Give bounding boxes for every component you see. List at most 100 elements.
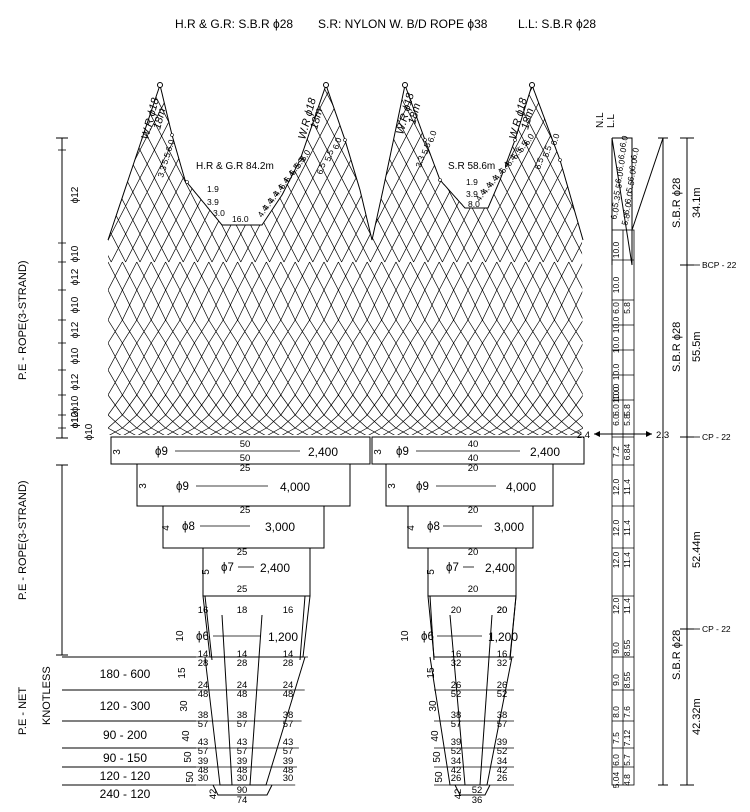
profile-value-3: 5.8	[622, 302, 632, 314]
profile-value-23: 11.4	[622, 598, 632, 614]
taper-left-3: 6.0	[163, 138, 176, 153]
profile-value-28: 8.0	[611, 706, 621, 718]
left-codend-row3-b2: 57	[237, 719, 248, 730]
left-body-diameter-2: ϕ9	[176, 481, 189, 493]
right-codend-pair-2: 20	[497, 605, 508, 616]
profile-value-29: 7.6	[622, 706, 632, 718]
right-codend-row2-b1: 52	[451, 689, 462, 700]
sbr-middle: S.B.R ϕ28	[671, 322, 683, 372]
right-body-diameter-2: ϕ9	[416, 481, 429, 493]
header-ll: L.L: S.B.R ϕ28	[518, 17, 596, 31]
left-codend-row2-b1: 48	[198, 689, 209, 700]
left-body-panel-5	[202, 595, 311, 658]
left-codend-row3-b3: 57	[283, 719, 294, 730]
sbr-upper: S.B.R ϕ28	[671, 178, 683, 228]
left-codend-row5-a3: 39	[283, 756, 294, 767]
profile-cp-left: 2.4	[577, 430, 590, 441]
left-codend-side-count-3: 40	[181, 730, 192, 742]
right-body-count-4: 5	[426, 569, 437, 575]
left-codend-row3-b1: 57	[198, 719, 209, 730]
profile-upper-1: 6.0	[617, 134, 630, 148]
profile-upper-3: 6.0	[614, 158, 627, 172]
left-codend-row4-b2: 57	[237, 746, 248, 757]
profile-value-5: 10.0	[611, 363, 621, 380]
right-codend-row1-a2: 16	[497, 649, 508, 660]
profile-value-2: 6.0	[611, 302, 621, 314]
profile-value-14: 7.2	[611, 446, 621, 458]
sbr-lower: S.B.R ϕ28	[671, 630, 683, 680]
left-body-bottom-4: 25	[237, 584, 248, 595]
left-codend-row3-a2: 38	[237, 710, 248, 721]
left-body-count-4: 5	[201, 569, 212, 575]
right-body-total-2: 4,000	[506, 480, 536, 494]
taper-right-end-3: 6.0	[548, 132, 561, 147]
right-codend-side-count-3: 40	[430, 730, 441, 742]
label-knotless: KNOTLESS	[41, 666, 53, 725]
left-codend-bottom-2: 90	[237, 785, 248, 796]
taper-right-5: 3.9	[466, 189, 478, 199]
left-body-top-3: 25	[240, 505, 251, 516]
right-codend-row1-a1: 16	[451, 649, 462, 660]
right-codend-row1-b1: 32	[451, 658, 462, 669]
right-codend-row3-a2: 38	[497, 710, 508, 721]
profile-value-22: 12.0	[611, 597, 621, 614]
profile-upper-11: 5.5	[624, 179, 637, 193]
right-body-top-3: 20	[468, 505, 479, 516]
profile-value-32: 6.0	[611, 754, 621, 766]
profile-value-16: 12.0	[611, 478, 621, 495]
right-body-total-1: 2,400	[530, 445, 560, 459]
profile-value-18: 12.0	[611, 519, 621, 536]
taper-left-6: 3.0	[213, 208, 225, 218]
profile-value-21: 11.4	[622, 552, 632, 568]
left-body-total-4: 2,400	[260, 561, 290, 575]
profile-upper-8: 6.0	[628, 146, 641, 160]
right-body-diameter-5: ϕ6	[421, 631, 434, 643]
wing-section-5: ϕ12	[70, 321, 81, 338]
left-codend-side-count-4: 50	[183, 751, 194, 763]
taper-right-end-1: 6.5	[532, 156, 545, 171]
left-codend-row5-b1: 48	[198, 765, 209, 776]
right-codend-row6-a1: 26	[451, 773, 462, 784]
left-codend-row1-b3: 28	[283, 658, 294, 669]
left-body-total-3: 3,000	[265, 520, 295, 534]
profile-value-35: 4.8	[622, 774, 632, 786]
profile-upper-2: 6.0	[616, 146, 629, 160]
left-body-top-2: 25	[240, 463, 251, 474]
wing-section-9: ϕ12	[70, 411, 81, 428]
right-codend-pair-1: 20	[451, 605, 462, 616]
wing-section-3: ϕ12	[70, 268, 81, 285]
length-lower: 52.44m	[691, 531, 703, 568]
left-body-count-2: 3	[138, 483, 149, 489]
left-codend-row6-a1: 30	[198, 773, 209, 784]
taper-left-2: 5.5	[159, 151, 172, 166]
left-body-panel-4	[202, 547, 311, 597]
left-body-diameter-1: ϕ9	[155, 446, 168, 458]
mesh-table: 180 - 600 120 - 300 90 - 200 90 - 150 12…	[62, 656, 196, 801]
left-codend-row1-a1: 14	[198, 649, 209, 660]
profile-value-1: 10.0	[611, 276, 621, 293]
taper-right-end-2: 5.5	[540, 144, 553, 159]
taper-right-4: 1.9	[466, 177, 478, 187]
right-body-bottom-4: 20	[468, 584, 479, 595]
wing-rope-labels: W.R ϕ18 18m W.R ϕ18 18m W.R ϕ18 18m W.R …	[139, 91, 536, 141]
profile-value-13: 5.8	[622, 414, 632, 426]
left-codend-side-count-5: 50	[185, 771, 196, 783]
profile-upper-12: 6.0	[622, 190, 635, 204]
wing-section-11: ϕ10	[84, 423, 95, 440]
mesh-row-3: 90 - 200	[103, 728, 147, 742]
right-codend-pair-3: 20	[497, 605, 508, 616]
left-codend-row1-b2: 28	[237, 658, 248, 669]
profile-value-4: 10.0	[611, 336, 621, 353]
wing-section-10: ϕ10	[70, 411, 81, 428]
profile-value-25: 8.55	[622, 639, 632, 656]
side-profile: N.L L.L 6.06.06.06.05.55.36.06.06.06.05.…	[577, 112, 669, 788]
profile-value-33: 5.7	[622, 754, 632, 766]
left-body-total-1: 2,400	[308, 445, 338, 459]
right-body-total-4: 2,400	[485, 561, 515, 575]
taper-right-2: 5.5	[419, 141, 432, 156]
profile-value-8: 5.8	[622, 404, 632, 416]
right-body-top-2: 20	[468, 463, 479, 474]
left-codend-pair-2: 18	[237, 605, 248, 616]
right-body-panel-3	[407, 505, 534, 549]
